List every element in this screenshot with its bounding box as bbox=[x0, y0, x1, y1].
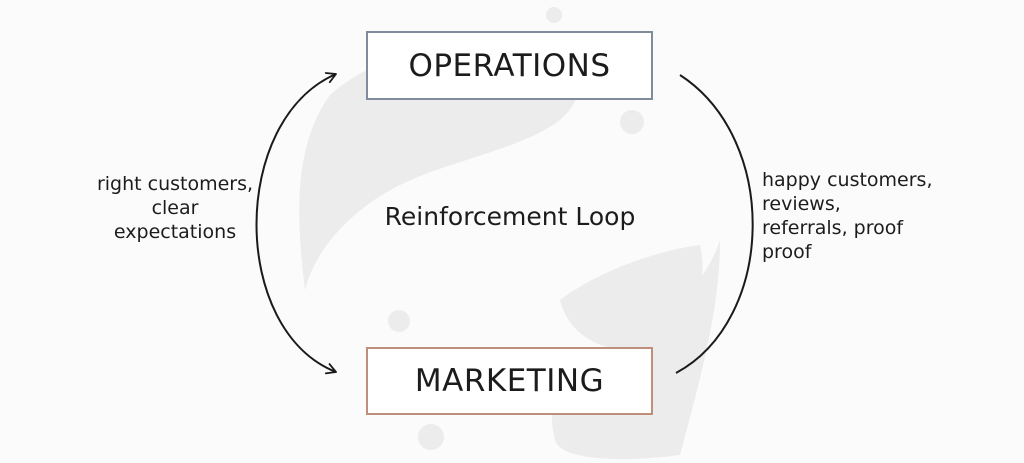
marketing-label: MARKETING bbox=[414, 363, 605, 399]
operations-node: OPERATIONS bbox=[366, 31, 653, 100]
right-loop-arc bbox=[675, 74, 754, 374]
left-label-line: expectations bbox=[113, 221, 237, 243]
left-arrow-label: right customers, clear expectations bbox=[70, 172, 280, 244]
left-loop-arrow bbox=[255, 72, 337, 375]
right-label-line: happy customers, bbox=[762, 169, 933, 191]
marketing-node: MARKETING bbox=[366, 347, 653, 415]
left-label-line: right customers, bbox=[96, 173, 254, 195]
right-label-line: referrals, proof bbox=[762, 217, 904, 239]
right-arrow-label: happy customers, reviews, referrals, pro… bbox=[762, 168, 1022, 264]
reinforcement-loop-label: Reinforcement Loop bbox=[384, 202, 636, 231]
right-label-line: reviews, bbox=[762, 193, 841, 215]
right-label-line: proof bbox=[762, 241, 812, 263]
operations-label: OPERATIONS bbox=[408, 47, 611, 84]
left-label-line: clear bbox=[151, 197, 199, 219]
